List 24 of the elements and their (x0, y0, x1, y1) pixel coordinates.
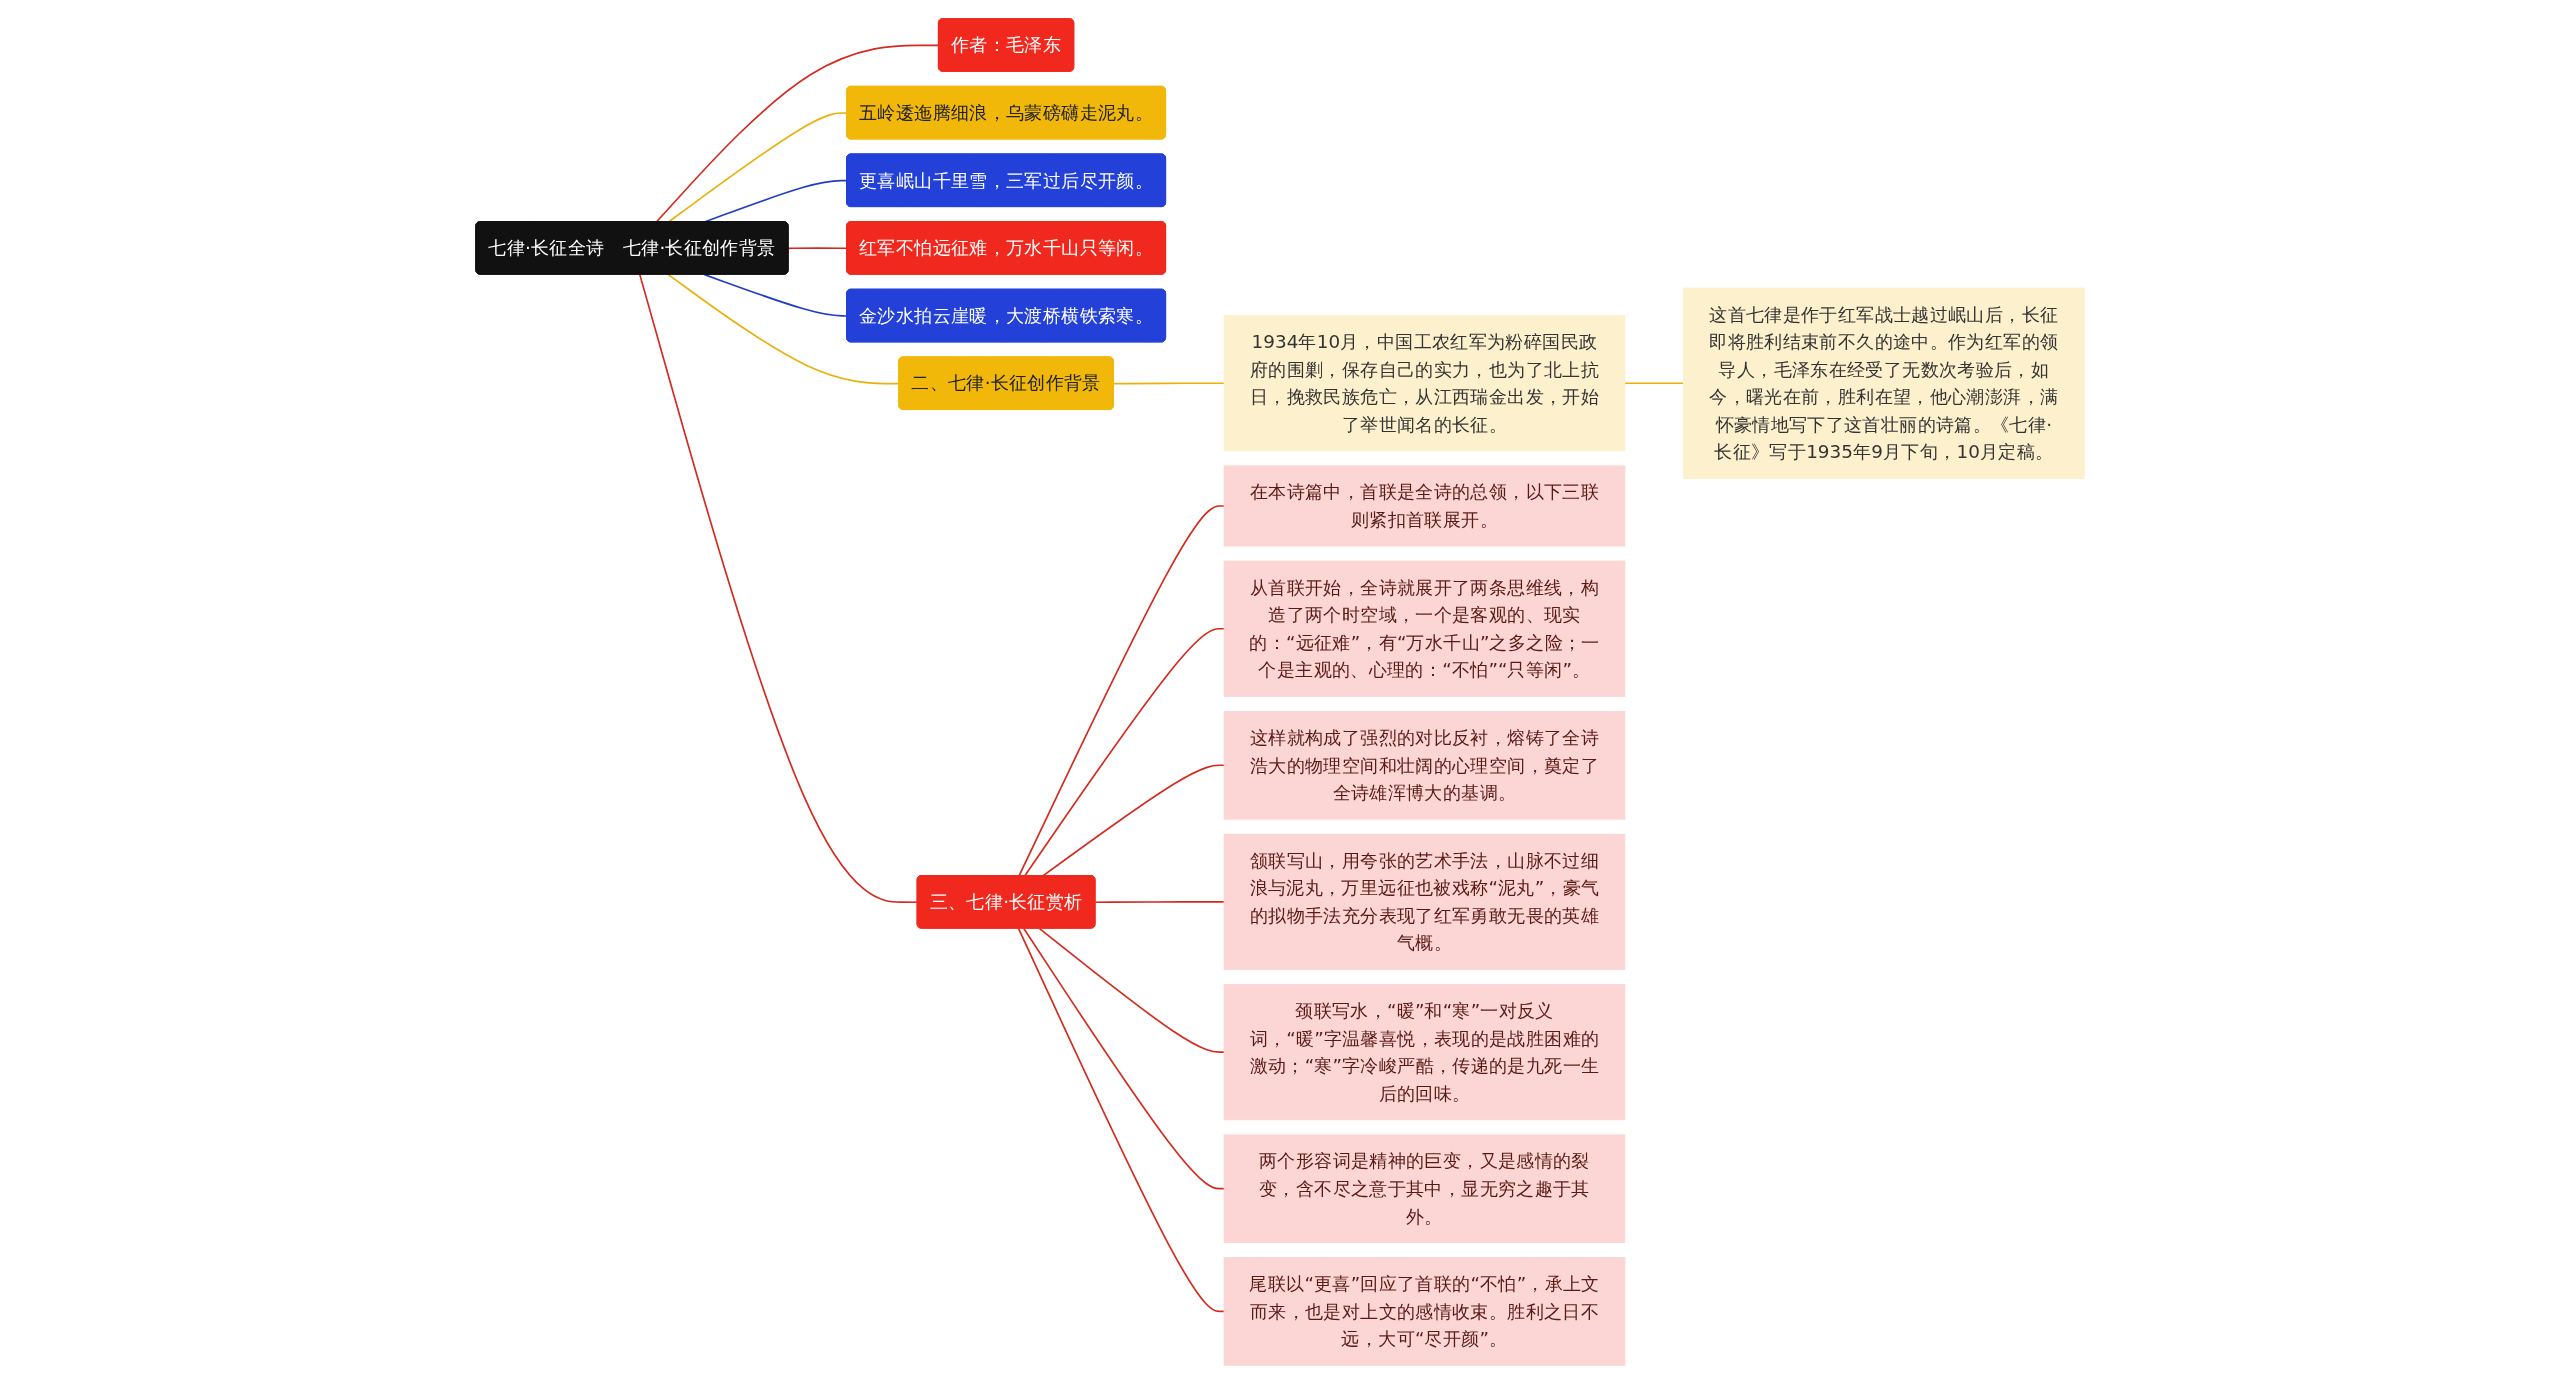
connector (639, 273, 919, 903)
connector (667, 273, 900, 384)
connector (1038, 927, 1225, 1053)
connector (667, 111, 848, 223)
node-box: 颔联写山，用夸张的艺术手法，山脉不过细浪与泥丸，万里远征也被戏称“泥丸”，豪气的拟物手法充分表现了红军勇敢无畏的英雄气概。 (1223, 833, 1626, 970)
connector (1023, 627, 1225, 877)
connector (1624, 381, 1685, 384)
connector (703, 273, 848, 317)
node-box: 从首联开始，全诗就展开了两条思维线，构造了两个时空域，一个是客观的、现实的：“远征难”，有“万水千山”之多之险；一个是主观的、心理的：“不怕”“只等闲”。 (1223, 560, 1626, 697)
connector (1042, 763, 1225, 877)
connector (1017, 927, 1225, 1312)
connector (1112, 381, 1225, 384)
connector (1022, 927, 1225, 1190)
node-box: 两个形容词是精神的巨变，又是感情的裂变，含不尽之意于其中，显无穷之趣于其外。 (1223, 1133, 1626, 1243)
connector (1018, 504, 1225, 877)
node-box: 1934年10月，中国工农红军为粉碎国民政府的围剿，保存自己的实力，也为了北上抗日，挽救民族危亡，从江西瑞金出发，开始了举世闻名的长征。 (1223, 314, 1626, 451)
node-box: 尾联以“更喜”回应了首联的“不怕”，承上文而来，也是对上文的感情收束。胜利之日不远，大可“尽开颜”。 (1223, 1256, 1626, 1366)
connector (1094, 900, 1225, 903)
connector (655, 44, 940, 223)
node-box: 颈联写水，“暖”和“寒”一对反义词，“暖”字温馨喜悦，表现的是战胜困难的激动；“寒”字冷峻严酷，传递的是九死一生后的回味。 (1223, 983, 1626, 1120)
node-box: 这首七律是作于红军战士越过岷山后，长征即将胜利结束前不久的途中。作为红军的领导人，毛泽东在经受了无数次考验后，如今，曙光在前，胜利在望，他心潮澎湃，满怀豪情地写下了这首壮丽的诗篇。《七律·长征》写于1935年9月下旬，10月定稿。 (1682, 287, 2085, 479)
node-box: 在本诗篇中，首联是全诗的总领，以下三联则紧扣首联展开。 (1223, 464, 1626, 546)
node-box: 这样就构成了强烈的对比反衬，熔铸了全诗浩大的物理空间和壮阔的心理空间，奠定了全诗雄浑博大的基调。 (1223, 710, 1626, 820)
connector (787, 246, 848, 249)
